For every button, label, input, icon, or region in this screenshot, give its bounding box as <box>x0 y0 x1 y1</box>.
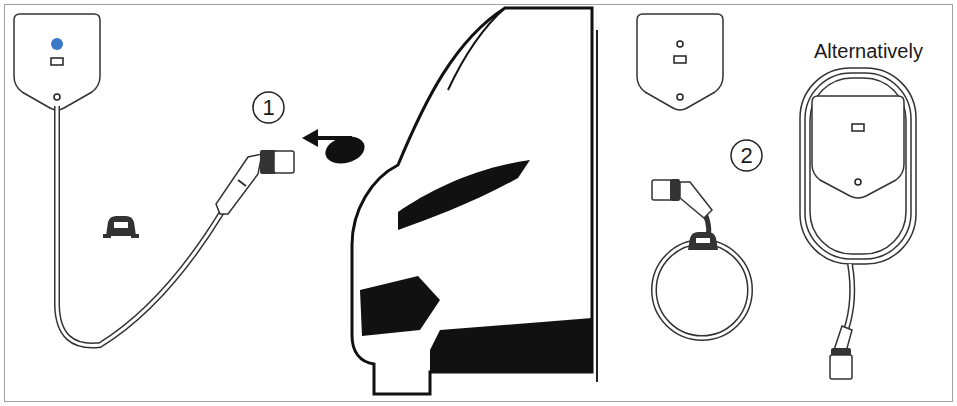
callout-circle: 1 <box>252 91 285 124</box>
cable-segment <box>846 264 852 330</box>
holster-foot <box>131 234 139 238</box>
charging-plug <box>652 179 712 218</box>
coiled-cable-core <box>654 242 750 338</box>
display-window <box>674 56 686 63</box>
insert-arrowhead <box>302 129 318 147</box>
panel-divider <box>596 30 598 382</box>
callout-number: 2 <box>740 145 752 167</box>
holster-foot <box>103 234 111 238</box>
display-window <box>51 58 63 65</box>
wrapped-cable <box>800 68 916 264</box>
wallbox-housing <box>637 14 723 110</box>
wallbox-button <box>855 179 861 185</box>
wallbox-housing <box>812 96 904 198</box>
cable-segment-core <box>846 264 852 330</box>
plug-head <box>830 355 852 379</box>
wallbox <box>14 14 100 110</box>
plug-head <box>652 180 672 200</box>
air-intake <box>360 276 440 336</box>
wallbox-button <box>677 94 683 100</box>
front-fascia <box>430 318 592 372</box>
status-led <box>51 38 63 50</box>
wallbox-housing <box>14 14 100 110</box>
windshield-edge <box>448 8 505 90</box>
plug-handle <box>216 154 262 214</box>
car-body <box>352 8 592 394</box>
wallbox <box>812 96 904 198</box>
plug-collar <box>670 179 680 201</box>
callout-circle: 2 <box>730 139 763 172</box>
holster-slot <box>114 222 128 228</box>
holster <box>103 216 139 238</box>
callout-ring <box>731 140 762 171</box>
holster-body <box>688 232 718 250</box>
charging-plug <box>216 150 294 214</box>
charging-cable <box>57 106 222 346</box>
coiled-cable <box>654 242 750 338</box>
charging-cable-core <box>57 106 222 346</box>
frame-border <box>5 5 953 402</box>
display-window <box>852 124 864 131</box>
wrapped-cable <box>805 73 911 259</box>
plug-handle <box>680 182 712 218</box>
plug-trigger <box>238 180 246 186</box>
side-mirror <box>322 132 367 167</box>
charging-plug <box>830 326 852 379</box>
electric-car <box>322 8 592 394</box>
status-led <box>677 41 683 47</box>
holster-body <box>106 216 136 236</box>
wallbox-button <box>54 94 60 100</box>
wallbox <box>637 14 723 110</box>
headlight <box>398 160 530 230</box>
holster <box>688 232 718 250</box>
wrapped-cable <box>810 78 906 254</box>
plug-head <box>274 151 294 173</box>
callout-ring <box>253 92 284 123</box>
panel-label: Alternatively <box>814 40 923 62</box>
callout-number: 1 <box>262 97 274 119</box>
holster-slot <box>696 238 710 243</box>
